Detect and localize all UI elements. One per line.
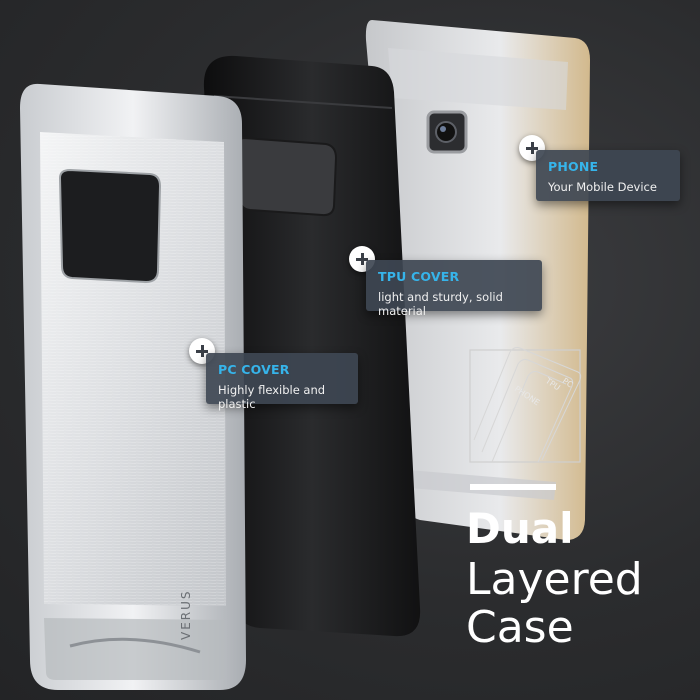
pc-callout-description: Highly flexible and plastic [218,383,326,411]
headline-line-1: Dual [466,504,574,553]
brand-logo: VERUS [179,589,193,640]
tpu-callout-description: light and sturdy, solid material [378,290,503,318]
pc-callout: PC COVER Highly flexible and plastic [206,353,358,411]
phone-callout-description: Your Mobile Device [548,180,657,194]
headline-bar [470,484,556,490]
tpu-callout: TPU COVER light and sturdy, solid materi… [366,260,542,318]
headline-line-2: Layered [466,554,643,605]
phone-callout: PHONE Your Mobile Device [536,150,680,201]
pc-cover: VERUS [20,83,246,690]
tpu-callout-title: TPU COVER [378,269,460,284]
phone-callout-title: PHONE [548,159,599,174]
plus-icon-phone[interactable] [519,135,545,161]
tpu-cover [203,55,421,637]
pc-callout-title: PC COVER [218,362,290,377]
headline-line-3: Case [466,602,574,653]
plus-icon-pc[interactable] [189,338,215,364]
